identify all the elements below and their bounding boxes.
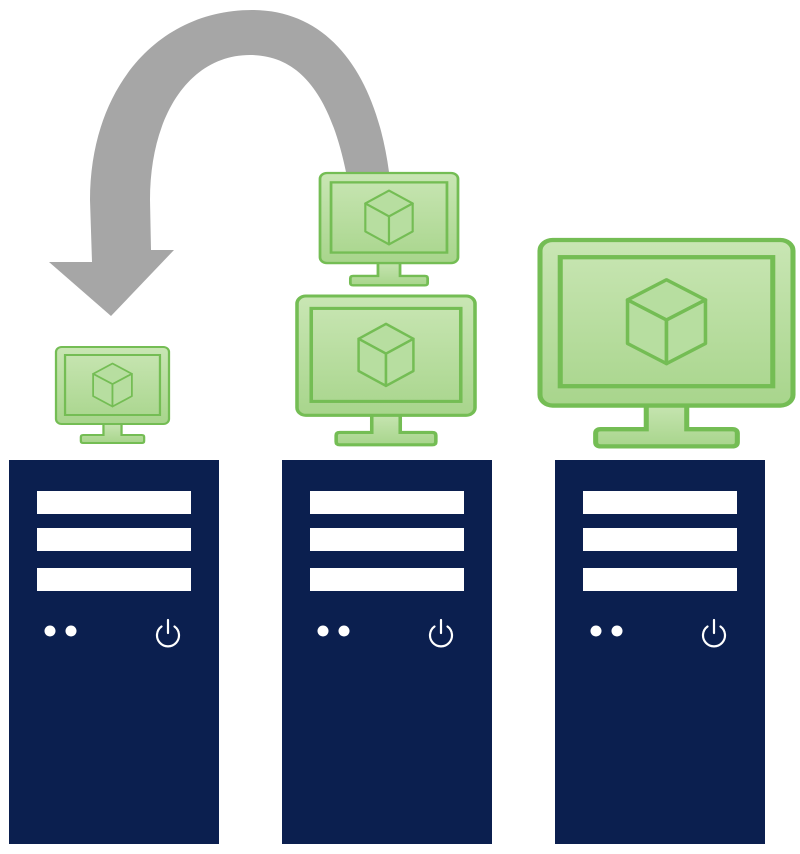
virtual-machine-server-1 (54, 345, 171, 445)
cube-icon (357, 322, 415, 388)
server-tower-icon (9, 460, 219, 844)
server-tower-icon (555, 460, 765, 844)
virtual-machine-server-3 (540, 240, 793, 446)
cube-icon (625, 278, 708, 366)
virtual-machine-migrating (318, 171, 460, 287)
virtual-machine-server-2 (295, 294, 477, 447)
server-2 (282, 460, 492, 844)
curved-arrow-icon (49, 10, 389, 316)
cube-icon (92, 362, 133, 408)
server-3 (555, 460, 765, 844)
server-1 (9, 460, 219, 844)
migration-arrow (49, 10, 389, 316)
server-tower-icon (282, 460, 492, 844)
cube-icon (364, 189, 414, 246)
